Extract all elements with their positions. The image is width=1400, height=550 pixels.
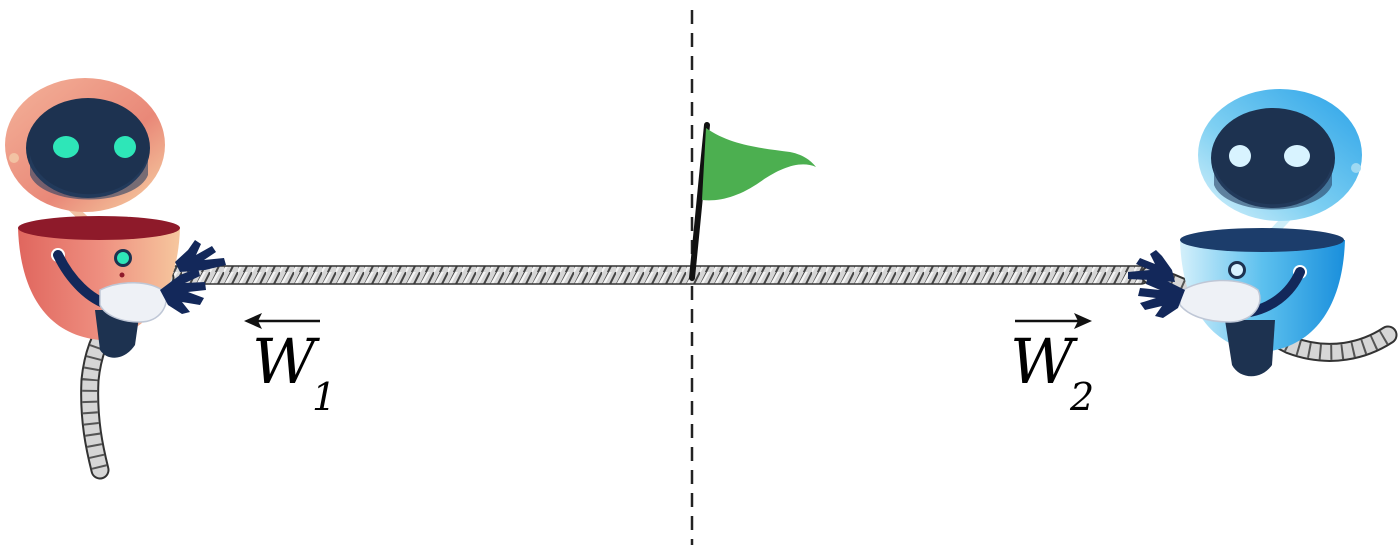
red-robot-icon <box>5 78 226 358</box>
blue-robot-icon <box>1128 89 1362 377</box>
right-vector-label: W <box>1010 325 1078 398</box>
right-arrowhead <box>1074 313 1092 329</box>
right-vector-subscript: 2 <box>1069 375 1094 419</box>
flag-icon <box>689 122 816 281</box>
left-vector-subscript: 1 <box>312 375 336 419</box>
left-arrowhead <box>244 313 262 329</box>
left-force-vector: W 1 <box>244 313 336 419</box>
right-force-vector: W 2 <box>1010 313 1094 419</box>
left-vector-label: W <box>252 325 320 398</box>
